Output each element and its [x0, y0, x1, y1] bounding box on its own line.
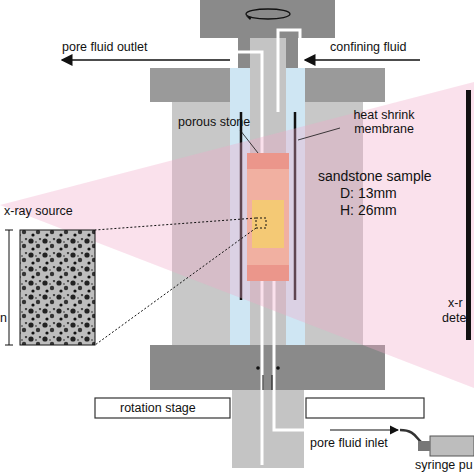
- dimension-label: D: 13mm: [340, 185, 397, 201]
- source-label: x-ray source: [4, 204, 73, 218]
- part-label: porous stone: [178, 115, 250, 129]
- detector-label: dete: [442, 311, 466, 325]
- sample-label: sandstone sample: [318, 168, 432, 184]
- detector-label: x-r: [448, 296, 463, 310]
- part-label: heat shrink membrane: [342, 108, 426, 137]
- stage-label: rotation stage: [120, 401, 196, 415]
- pump-label: syringe pu: [415, 458, 473, 472]
- scale-label: n: [0, 311, 7, 325]
- inlet-label: pore fluid inlet: [310, 436, 388, 450]
- inlet-label: confining fluid: [330, 40, 406, 54]
- outlet-label: pore fluid outlet: [62, 40, 147, 54]
- dimension-label: H: 26mm: [340, 202, 397, 218]
